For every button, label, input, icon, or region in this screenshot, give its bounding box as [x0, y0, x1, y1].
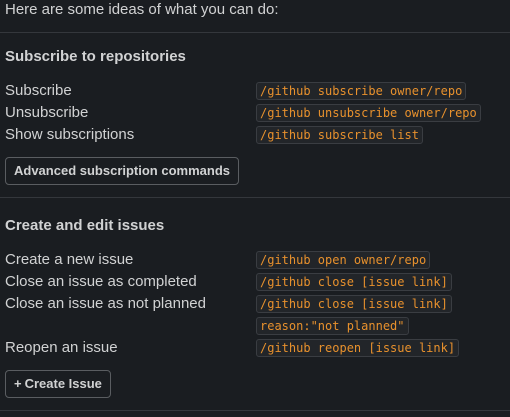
- create-issue-button-label: Create Issue: [24, 376, 102, 391]
- subscribe-command: /github subscribe owner/repo: [256, 82, 467, 100]
- create-issue-row-label: Create a new issue: [5, 251, 134, 268]
- show-subscriptions-command: /github subscribe list: [256, 126, 423, 144]
- subscribe-row-label: Subscribe: [5, 82, 72, 99]
- issues-section-title: Create and edit issues: [5, 217, 165, 234]
- intro-text: Here are some ideas of what you can do:: [5, 1, 279, 18]
- close-completed-command: /github close [issue link]: [256, 273, 452, 291]
- subscribe-section-title: Subscribe to repositories: [5, 48, 186, 65]
- divider: [0, 197, 510, 198]
- create-issue-command: /github open owner/repo: [256, 251, 431, 269]
- close-completed-row-label: Close an issue as completed: [5, 273, 197, 290]
- advanced-subscription-commands-button[interactable]: Advanced subscription commands: [5, 157, 239, 185]
- unsubscribe-row-label: Unsubscribe: [5, 104, 89, 121]
- unsubscribe-command: /github unsubscribe owner/repo: [256, 104, 481, 122]
- close-not-planned-command-cont: reason:"not planned": [256, 317, 409, 335]
- create-issue-button[interactable]: +Create Issue: [5, 370, 111, 398]
- reopen-issue-command: /github reopen [issue link]: [256, 339, 460, 357]
- close-not-planned-command: /github close [issue link]: [256, 295, 452, 313]
- show-subscriptions-row-label: Show subscriptions: [5, 126, 135, 143]
- divider: [0, 410, 510, 411]
- close-not-planned-row-label: Close an issue as not planned: [5, 295, 206, 312]
- plus-icon: +: [14, 376, 22, 391]
- reopen-issue-row-label: Reopen an issue: [5, 339, 118, 356]
- divider: [0, 32, 510, 33]
